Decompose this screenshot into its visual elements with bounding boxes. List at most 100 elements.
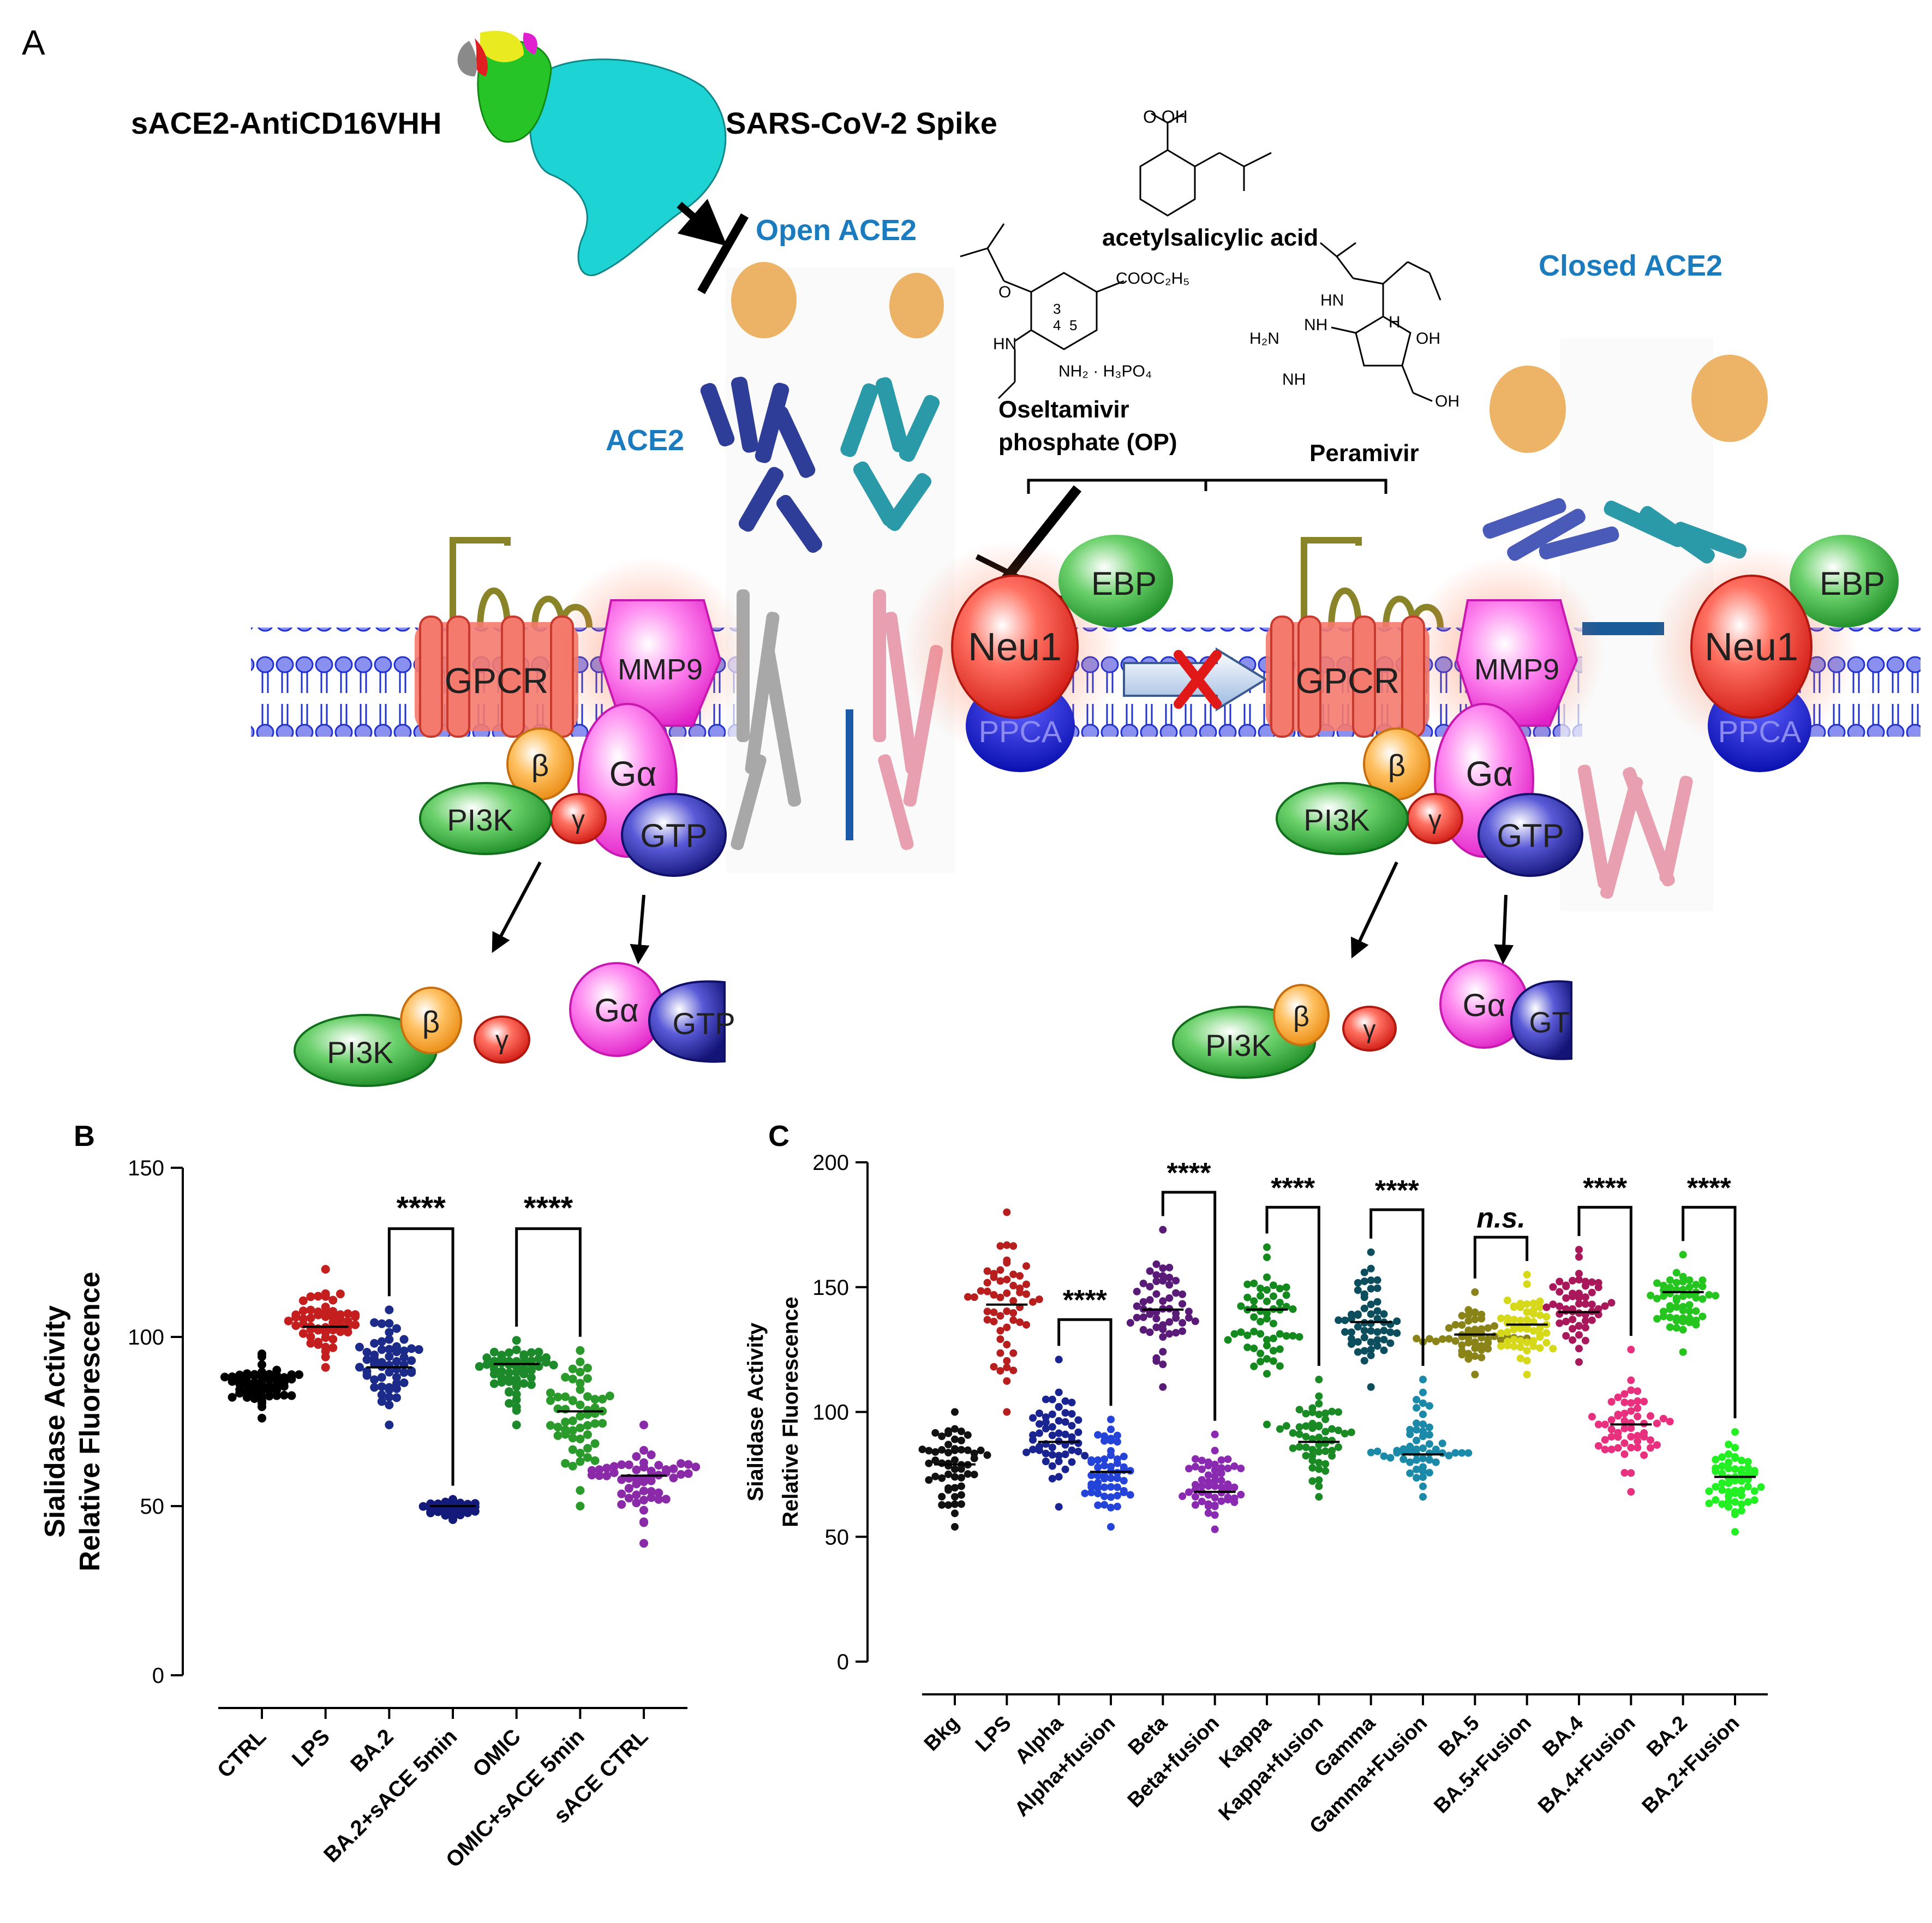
data-point [983,1267,991,1275]
data-point [392,1342,401,1351]
data-point [1295,1423,1303,1431]
data-point [258,1352,266,1361]
data-point [1204,1471,1212,1479]
data-point [1594,1305,1602,1313]
data-point [362,1347,372,1357]
x-tick-label: BA.5 [1434,1712,1484,1761]
data-point [1211,1460,1219,1468]
data-point [505,1377,514,1387]
data-point [1692,1307,1700,1315]
data-point [1191,1317,1199,1325]
data-point [1607,1416,1616,1424]
data-point [996,1335,1004,1343]
data-point [957,1482,965,1490]
data-point [957,1428,965,1436]
data-point [1204,1502,1212,1510]
data-point [1315,1376,1323,1384]
data-point [385,1393,394,1402]
data-point [314,1340,323,1349]
arrow-galpha-right [1494,894,1514,965]
series-sace-ctrl [587,1420,701,1548]
data-point [1438,1440,1446,1448]
data-point [497,1358,506,1367]
y-axis-label-line1: Sialidase Activity [39,1305,71,1538]
data-point [336,1327,345,1336]
data-point [1048,1410,1056,1418]
data-point [1165,1281,1174,1289]
data-point [298,1329,308,1338]
data-point [1360,1327,1368,1335]
data-point [519,1364,529,1373]
data-point [1068,1410,1076,1418]
data-point [639,1539,648,1548]
closed-ace2-label: Closed ACE2 [1539,249,1722,282]
data-point [583,1374,592,1383]
data-point [1367,1338,1375,1346]
data-point [632,1490,641,1500]
data-point [1659,1292,1667,1300]
data-point [1712,1455,1720,1464]
data-point [1295,1443,1303,1451]
data-point [1367,1248,1375,1256]
data-point [1179,1290,1187,1298]
data-point [1607,1425,1616,1434]
data-point [1107,1503,1115,1512]
data-point [1529,1342,1538,1351]
data-point [1074,1416,1082,1424]
significance-bracket [1265,1205,1320,1366]
data-point [964,1470,972,1478]
data-point [1230,1330,1239,1338]
data-point [1399,1455,1408,1464]
data-point [1672,1269,1680,1277]
peramivir-nh-1: NH [1304,316,1327,334]
data-point [1120,1486,1128,1495]
y-tick-label: 50 [140,1495,165,1519]
mmp9-label-right: MMP9 [1474,653,1559,686]
data-point [1224,1480,1232,1488]
series-ba-2-sace-5min [418,1495,480,1524]
data-point [1672,1324,1680,1332]
data-point [1315,1410,1323,1418]
data-point [306,1292,315,1301]
acetylsalicylic-acid-structure [1139,112,1272,217]
data-point [1575,1322,1583,1330]
data-point [1393,1329,1401,1337]
data-point [1263,1297,1271,1305]
data-point [546,1388,555,1398]
data-point [1035,1295,1043,1304]
series-gamma [1335,1248,1401,1391]
data-point [1094,1456,1102,1464]
data-point [1211,1447,1219,1455]
x-tick-label: Beta [1124,1711,1173,1760]
beta-label-down-right: β [1293,1001,1309,1032]
data-point [951,1500,959,1508]
data-point [970,1471,978,1479]
data-point [1516,1316,1524,1324]
pi3k-label-left: PI3K [447,803,513,837]
data-point [1107,1437,1115,1445]
data-point [576,1367,585,1377]
data-point [399,1378,409,1388]
data-point [321,1352,330,1361]
data-point [1055,1429,1063,1437]
data-point [497,1378,506,1387]
data-point [370,1354,379,1364]
data-point [1107,1522,1115,1531]
data-point [1516,1336,1524,1345]
data-point [1659,1307,1667,1316]
ebp-label-left: EBP [1091,565,1157,602]
data-point [1451,1337,1460,1345]
data-point [1048,1443,1056,1452]
data-point [1516,1343,1524,1351]
significance-label: **** [1687,1172,1732,1204]
panel-a-label: A [22,23,45,62]
data-point [996,1277,1004,1285]
data-point [549,1360,558,1370]
data-point [1179,1492,1187,1500]
data-point [298,1306,308,1316]
data-point [1484,1339,1492,1347]
galpha-label-down-left: Gα [594,992,638,1029]
data-point [1523,1357,1531,1365]
data-point [1718,1486,1726,1494]
